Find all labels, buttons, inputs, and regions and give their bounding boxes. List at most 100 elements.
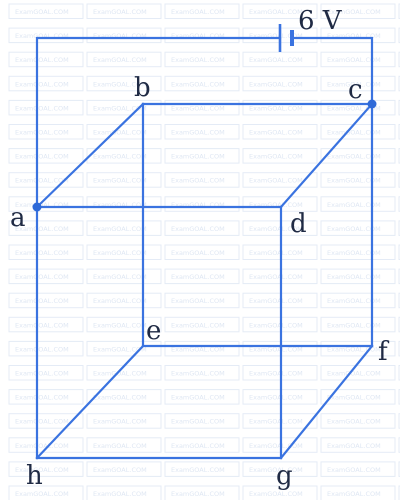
node-a-dot — [32, 202, 42, 212]
watermark-tile — [86, 437, 162, 453]
edge-h-e — [35, 344, 145, 460]
watermark-text: ExamGOAL.COM — [93, 345, 147, 353]
watermark-text: ExamGOAL.COM — [93, 225, 147, 233]
watermark-text: ExamGOAL.COM — [249, 297, 303, 305]
watermark-tile — [398, 389, 400, 405]
watermark-text: ExamGOAL.COM — [15, 418, 69, 426]
watermark-tile — [398, 3, 400, 19]
watermark-text: ExamGOAL.COM — [249, 201, 303, 209]
watermark-text: ExamGOAL.COM — [327, 8, 381, 16]
watermark-tile — [398, 365, 400, 381]
watermark-text: ExamGOAL.COM — [171, 8, 225, 16]
watermark-tile — [320, 220, 396, 236]
watermark-tile — [164, 27, 240, 44]
watermark-text: ExamGOAL.COM — [15, 345, 69, 353]
watermark-text: ExamGOAL.COM — [15, 129, 69, 137]
watermark-text: ExamGOAL.COM — [15, 80, 69, 88]
watermark-text: ExamGOAL.COM — [15, 56, 69, 64]
watermark-tile — [242, 485, 318, 500]
battery-voltage-label: 6 V — [298, 6, 343, 36]
watermark-tile — [8, 75, 84, 92]
watermark-tile — [164, 220, 240, 236]
watermark-text: ExamGOAL.COM — [93, 80, 147, 88]
watermark-text: ExamGOAL.COM — [171, 418, 225, 426]
watermark-text: ExamGOAL.COM — [93, 394, 147, 402]
watermark-text: ExamGOAL.COM — [327, 345, 381, 353]
watermark-text: ExamGOAL.COM — [327, 418, 381, 426]
watermark-tile — [164, 124, 240, 140]
watermark-text: ExamGOAL.COM — [171, 104, 225, 112]
watermark-text: ExamGOAL.COM — [327, 297, 381, 305]
watermark-text: ExamGOAL.COM — [249, 249, 303, 257]
watermark-text: ExamGOAL.COM — [15, 394, 69, 402]
watermark-tile — [164, 485, 240, 500]
watermark-text: ExamGOAL.COM — [327, 201, 381, 209]
watermark-text: ExamGOAL.COM — [249, 8, 303, 16]
watermark-tile — [164, 292, 240, 309]
watermark-tile — [8, 148, 84, 164]
watermark-tile — [86, 244, 162, 260]
watermark-tile — [398, 75, 400, 92]
watermark-tile — [320, 340, 396, 357]
watermark-tile — [320, 268, 396, 285]
watermark-text: ExamGOAL.COM — [15, 466, 69, 474]
watermark-text: ExamGOAL.COM — [93, 56, 147, 64]
watermark-text: ExamGOAL.COM — [15, 442, 69, 450]
watermark-text: ExamGOAL.COM — [249, 153, 303, 161]
watermark-tile — [398, 244, 400, 260]
watermark-tile — [164, 196, 240, 212]
wire-battery-to-c — [290, 36, 374, 106]
watermark-tile — [320, 365, 396, 381]
watermark-tile — [320, 75, 396, 92]
watermark-tile — [398, 172, 400, 188]
watermark-text: ExamGOAL.COM — [171, 466, 225, 474]
watermark-tile — [86, 99, 162, 116]
watermark-tile — [8, 340, 84, 357]
watermark-text: ExamGOAL.COM — [171, 490, 225, 498]
watermark-text: ExamGOAL.COM — [327, 177, 381, 185]
edge-g-f — [279, 344, 374, 460]
watermark-text: ExamGOAL.COM — [249, 80, 303, 88]
edge-d-c — [279, 102, 374, 209]
watermark-text: ExamGOAL.COM — [249, 129, 303, 137]
watermark-text: ExamGOAL.COM — [327, 370, 381, 378]
watermark-text: ExamGOAL.COM — [171, 345, 225, 353]
watermark-tile — [8, 437, 84, 453]
watermark-tile — [398, 413, 400, 429]
watermark-text: ExamGOAL.COM — [171, 321, 225, 329]
watermark-tile — [164, 99, 240, 116]
watermark-tile — [86, 340, 162, 357]
watermark-text: ExamGOAL.COM — [15, 370, 69, 378]
watermark-text: ExamGOAL.COM — [171, 153, 225, 161]
watermark-tile — [320, 389, 396, 405]
watermark-text: ExamGOAL.COM — [171, 297, 225, 305]
watermark-tile — [398, 196, 400, 212]
watermark-text: ExamGOAL.COM — [93, 297, 147, 305]
watermark-text: ExamGOAL.COM — [15, 201, 69, 209]
watermark-tile — [320, 51, 396, 68]
watermark-tile — [242, 124, 318, 140]
watermark-text: ExamGOAL.COM — [171, 394, 225, 402]
watermark-tile — [8, 124, 84, 140]
watermark-text: ExamGOAL.COM — [93, 273, 147, 281]
watermark-tile — [398, 148, 400, 164]
watermark-tile — [86, 268, 162, 285]
watermark-text: ExamGOAL.COM — [327, 32, 381, 40]
watermark-text: ExamGOAL.COM — [93, 490, 147, 498]
wire-a-to-battery — [35, 36, 282, 209]
watermark-tile — [164, 461, 240, 477]
watermark-tile — [398, 220, 400, 236]
watermark-tile — [242, 99, 318, 116]
watermark-tile — [242, 461, 318, 477]
watermark-text: ExamGOAL.COM — [15, 321, 69, 329]
watermark-text: ExamGOAL.COM — [93, 153, 147, 161]
watermark-text: ExamGOAL.COM — [93, 201, 147, 209]
watermark-text: ExamGOAL.COM — [249, 345, 303, 353]
watermark-text: ExamGOAL.COM — [171, 201, 225, 209]
watermark-tile — [86, 485, 162, 500]
watermark-tile — [86, 292, 162, 309]
watermark-tile — [320, 316, 396, 333]
vertex-label-h: h — [26, 461, 43, 491]
